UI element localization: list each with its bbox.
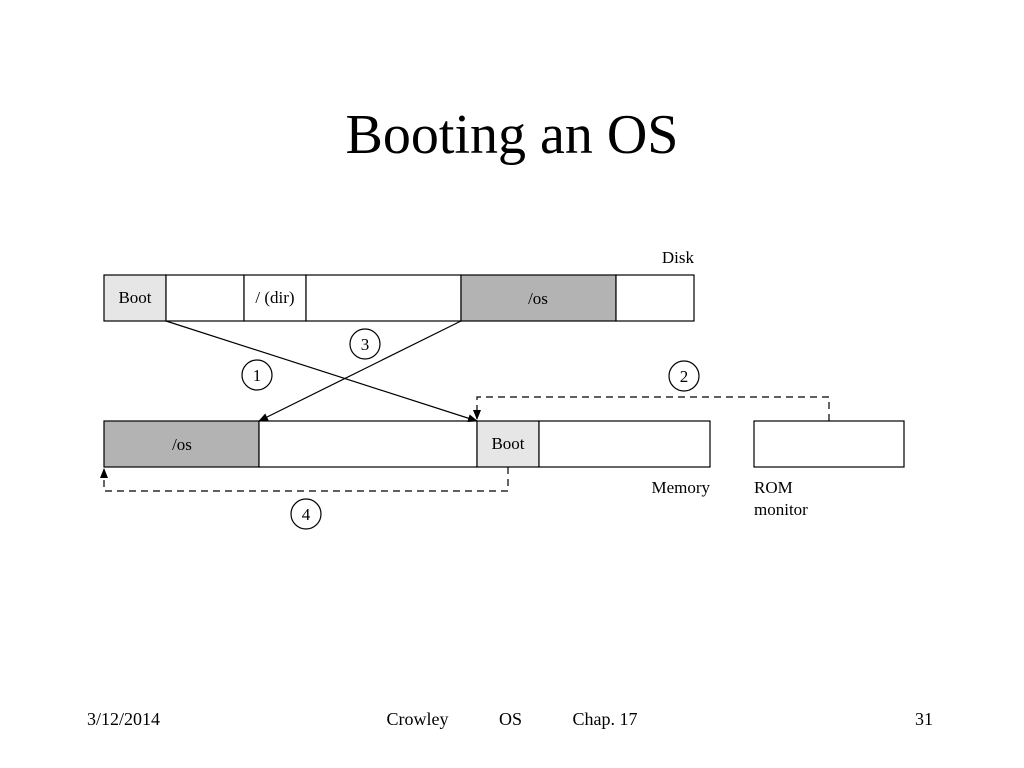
memory-segment-empty-1 (258, 420, 478, 468)
footer-chapter: Chap. 17 (572, 709, 638, 729)
footer-course: OS (498, 709, 522, 729)
rom-monitor: ROM monitor (753, 420, 905, 519)
disk-segment-os (460, 274, 617, 322)
step-1-label: 1 (253, 366, 262, 385)
footer-date: 3/12/2014 (87, 709, 161, 729)
step-2-marker: 2 (668, 360, 700, 392)
memory-segment-empty-2 (538, 420, 711, 468)
step-2-label: 2 (680, 367, 689, 386)
arrow-step-3 (258, 320, 462, 422)
footer-center: Crowley OS Chap. 17 (0, 707, 1024, 731)
rom-box (753, 420, 905, 468)
disk-segment-os-label: /os (528, 289, 548, 308)
disk-segment-boot-label: Boot (118, 288, 151, 307)
step-3-label: 3 (361, 335, 370, 354)
step-1-marker: 1 (241, 359, 273, 391)
disk-segment-dir-label: / (dir) (255, 288, 294, 307)
memory-segment-os (103, 420, 260, 468)
disk-segment-empty-1 (165, 274, 245, 322)
disk-segment-boot (103, 274, 167, 322)
arrow-step-2 (473, 396, 830, 421)
rom-label-line1: ROM (754, 478, 793, 497)
arrow-step-1 (165, 320, 478, 423)
disk-bar: Boot / (dir) /os Disk (103, 248, 695, 322)
step-3-marker: 3 (349, 328, 381, 360)
memory-segment-boot-label: Boot (491, 434, 524, 453)
disk-label: Disk (662, 248, 695, 267)
footer-author: Crowley (386, 709, 449, 729)
disk-segment-dir (243, 274, 307, 322)
step-4-label: 4 (302, 505, 311, 524)
memory-label: Memory (651, 478, 710, 497)
arrow-step-4 (100, 467, 509, 492)
memory-segment-os-label: /os (172, 435, 192, 454)
step-4-marker: 4 (290, 498, 322, 530)
rom-label-line2: monitor (754, 500, 808, 519)
footer-page-number: 31 (915, 709, 933, 729)
slide-title: Booting an OS (345, 104, 679, 166)
memory-bar: /os Boot Memory (103, 420, 711, 497)
disk-segment-empty-2 (305, 274, 462, 322)
disk-segment-empty-3 (615, 274, 695, 322)
